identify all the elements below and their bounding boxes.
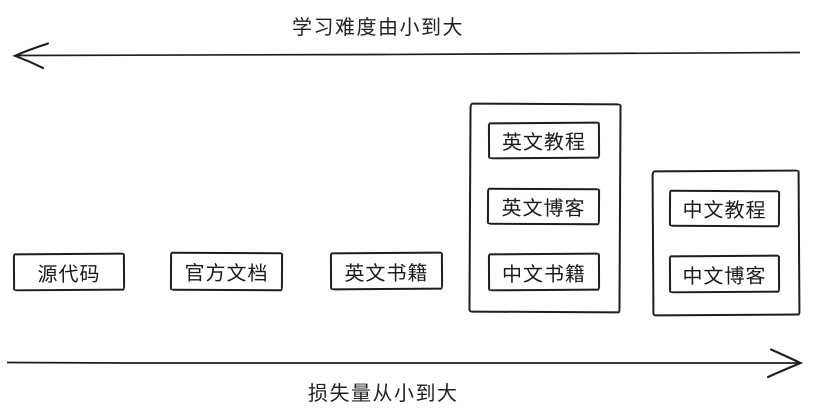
node-english-blogs: 英文博客 xyxy=(486,187,601,226)
node-chinese-books: 中文书籍 xyxy=(487,252,601,292)
right-arrow xyxy=(6,348,804,379)
bottom-axis-label: 损失量从小到大 xyxy=(308,383,459,405)
node-label: 中文教程 xyxy=(682,199,767,223)
node-chinese-tutorials: 中文教程 xyxy=(668,189,781,228)
node-source-code: 源代码 xyxy=(12,252,126,292)
node-label: 英文书籍 xyxy=(344,262,429,285)
node-english-books: 英文书籍 xyxy=(329,251,444,291)
node-label: 英文教程 xyxy=(501,131,587,155)
node-chinese-blogs: 中文博客 xyxy=(668,254,781,294)
node-label: 官方文档 xyxy=(184,262,269,286)
node-label: 中文博客 xyxy=(682,265,767,288)
node-english-tutorials: 英文教程 xyxy=(487,121,601,160)
node-label: 中文书籍 xyxy=(501,263,587,286)
top-axis-label: 学习难度由小到大 xyxy=(292,17,464,39)
node-official-docs: 官方文档 xyxy=(169,251,284,292)
left-arrow xyxy=(12,42,801,70)
node-label: 英文博客 xyxy=(501,197,586,221)
node-label: 源代码 xyxy=(37,263,101,286)
